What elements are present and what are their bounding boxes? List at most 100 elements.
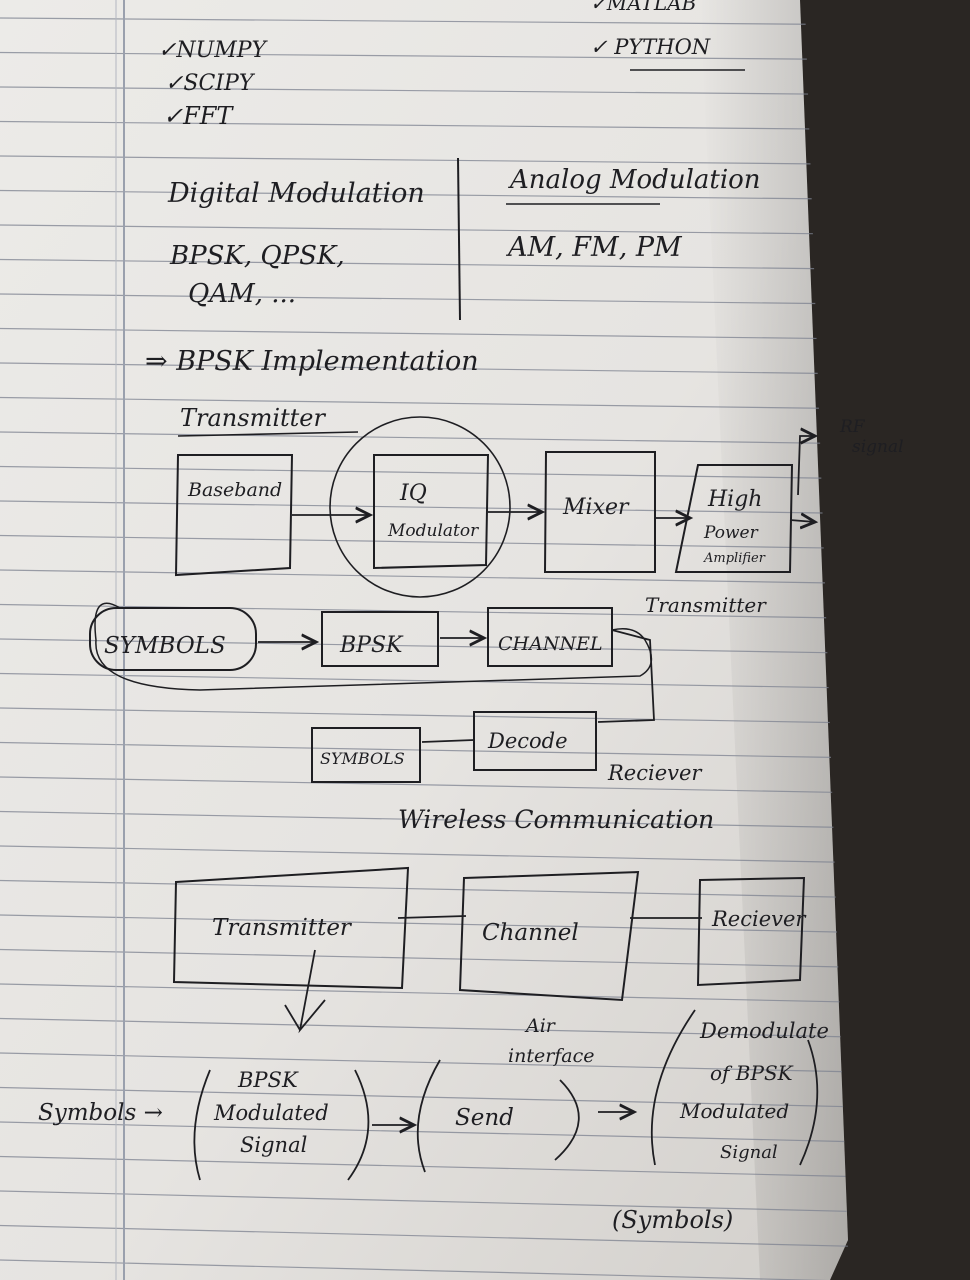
wireless-transmitter-label: Transmitter bbox=[212, 915, 353, 941]
flow-symbols-out: SYMBOLS bbox=[311, 727, 421, 783]
flow-channel-label: CHANNEL bbox=[498, 633, 603, 655]
ruled-line bbox=[0, 258, 815, 270]
ruled-line bbox=[0, 51, 807, 60]
ruled-line bbox=[0, 1086, 844, 1108]
digital-modulation-types-2: QAM, ... bbox=[188, 279, 296, 309]
ruled-line bbox=[0, 155, 811, 165]
ruled-line bbox=[0, 120, 810, 130]
hpa-label-1: High bbox=[707, 487, 762, 512]
flow-symbols-out-label: SYMBOLS bbox=[320, 749, 405, 768]
ruled-line bbox=[0, 1017, 841, 1038]
demod-label-3: Modulated bbox=[679, 1099, 789, 1123]
ruled-line bbox=[0, 293, 816, 305]
analog-modulation-types: AM, FM, PM bbox=[505, 232, 683, 263]
demodulated-signal: Demodulate of BPSK Modulated Signal bbox=[650, 1009, 829, 1166]
ruled-line bbox=[0, 189, 812, 200]
flow-symbols-label: SYMBOLS bbox=[104, 633, 226, 659]
ruled-line bbox=[0, 914, 838, 933]
block-high-power-amplifier: High Power Amplifier bbox=[674, 464, 794, 573]
block-baseband: Baseband bbox=[174, 454, 294, 577]
flow-bpsk-label: BPSK bbox=[339, 633, 404, 658]
rf-label-2: signal bbox=[852, 437, 904, 457]
ruled-line bbox=[0, 1052, 842, 1073]
ruled-line bbox=[0, 431, 821, 444]
baseband-label: Baseband bbox=[187, 479, 282, 501]
ruled-line bbox=[0, 569, 825, 584]
wireless-receiver-label: Reciever bbox=[711, 907, 807, 931]
modulated-label-3: Signal bbox=[240, 1133, 307, 1157]
ruled-line bbox=[0, 776, 833, 793]
ruled-line bbox=[0, 362, 818, 374]
ruled-line bbox=[0, 741, 831, 759]
transmitter-loop bbox=[94, 602, 653, 691]
ruled-lines bbox=[0, 17, 848, 1280]
chain-arrows bbox=[292, 436, 815, 522]
digital-modulation-heading: Digital Modulation bbox=[167, 178, 425, 209]
iq-label-2: Modulator bbox=[387, 521, 479, 541]
ruled-line bbox=[0, 983, 840, 1003]
ruled-line bbox=[0, 224, 813, 235]
ruled-line bbox=[0, 638, 828, 654]
tool-matlab: ✓MATLAB bbox=[590, 0, 696, 15]
air-interface-2: interface bbox=[508, 1045, 595, 1067]
ruled-line bbox=[0, 86, 809, 95]
send-label: Send bbox=[455, 1105, 514, 1131]
decode-to-symbols-line bbox=[421, 739, 475, 743]
symbols-input: Symbols → bbox=[38, 1100, 163, 1126]
flow-decode: Decode bbox=[473, 711, 597, 771]
flow-decode-label: Decode bbox=[487, 729, 568, 753]
ruled-line bbox=[0, 810, 834, 828]
modulated-label-2: Modulated bbox=[213, 1101, 329, 1125]
rf-label-1: RF bbox=[839, 417, 866, 437]
hpa-label-3: Amplifier bbox=[703, 551, 766, 566]
tool-python: ✓ PYTHON bbox=[590, 35, 711, 59]
demod-label-2: of BPSK bbox=[710, 1061, 794, 1085]
tool-numpy: ✓NUMPY bbox=[158, 38, 269, 63]
ruled-line bbox=[0, 396, 819, 409]
ruled-line bbox=[0, 465, 822, 479]
digital-modulation-types-1: BPSK, QPSK, bbox=[169, 241, 345, 271]
ruled-line bbox=[0, 672, 829, 689]
block-iq-modulator: IQ Modulator bbox=[329, 416, 511, 598]
wireless-links bbox=[284, 915, 702, 1034]
flow-arrows bbox=[258, 629, 655, 723]
symbols-output: (Symbols) bbox=[612, 1206, 733, 1234]
bpsk-implementation-heading: ⇒ BPSK Implementation bbox=[145, 346, 479, 377]
flow-symbols: SYMBOLS bbox=[89, 607, 257, 671]
paper-edge-shadow bbox=[700, 0, 848, 1280]
wireless-heading: Wireless Communication bbox=[398, 805, 714, 834]
flow-bpsk: BPSK bbox=[321, 611, 439, 667]
wireless-channel-label: Channel bbox=[482, 920, 579, 946]
ruled-line bbox=[0, 879, 836, 898]
demod-label-4: Signal bbox=[720, 1142, 778, 1163]
ruled-line bbox=[0, 17, 806, 25]
block-mixer: Mixer bbox=[543, 451, 656, 573]
iq-label-1: IQ bbox=[399, 481, 427, 506]
tool-fft: ✓FFT bbox=[163, 102, 234, 130]
analog-modulation-heading: Analog Modulation bbox=[508, 165, 761, 195]
wireless-channel: Channel bbox=[458, 870, 640, 1002]
modulation-divider bbox=[457, 157, 461, 321]
mixer-label: Mixer bbox=[562, 495, 630, 520]
wireless-receiver: Reciever bbox=[696, 876, 807, 987]
modulated-label-1: BPSK bbox=[237, 1068, 299, 1092]
ruled-line bbox=[0, 1190, 847, 1212]
transmitter-underline bbox=[177, 431, 359, 437]
ruled-line bbox=[0, 845, 835, 863]
ruled-line bbox=[0, 707, 830, 724]
transmitter-note: Transmitter bbox=[645, 593, 767, 617]
flow-channel: CHANNEL bbox=[487, 607, 613, 667]
ruled-line bbox=[0, 1121, 845, 1143]
ruled-line bbox=[0, 327, 817, 340]
demod-label-1: Demodulate bbox=[699, 1019, 829, 1043]
send-block: Send bbox=[416, 1059, 580, 1173]
wireless-transmitter: Transmitter bbox=[172, 866, 410, 990]
hpa-label-2: Power bbox=[703, 523, 759, 543]
ruled-line bbox=[0, 534, 824, 549]
transmitter-heading: Transmitter bbox=[180, 404, 326, 432]
tool-scipy: ✓SCIPY bbox=[165, 71, 256, 96]
receiver-note: Reciever bbox=[607, 761, 703, 785]
modulated-signal: BPSK Modulated Signal bbox=[193, 1068, 370, 1181]
